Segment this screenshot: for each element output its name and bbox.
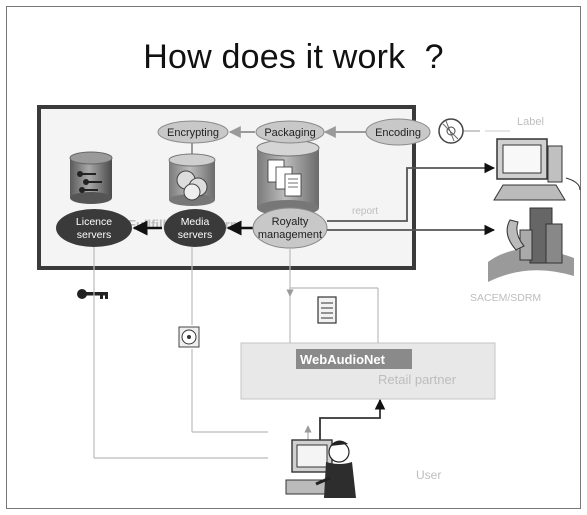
sacem-label: SACEM/SDRM <box>470 292 541 304</box>
packaging-node: Packaging <box>255 120 325 144</box>
webaudionet-logo <box>296 349 412 369</box>
licence-servers-node: Licence servers <box>56 209 132 247</box>
svg-text:Media: Media <box>181 216 210 228</box>
cd-icon <box>438 118 464 144</box>
encrypting-node: Encrypting <box>157 120 229 144</box>
svg-text:Encrypting: Encrypting <box>167 127 219 139</box>
svg-text:servers: servers <box>178 229 212 241</box>
database-icon <box>168 153 216 206</box>
svg-text:servers: servers <box>77 229 111 241</box>
computer-icon <box>493 138 581 201</box>
svg-text:management: management <box>258 229 322 241</box>
svg-text:Packaging: Packaging <box>264 127 315 139</box>
report-label: report <box>352 206 378 217</box>
cd-icon <box>178 326 200 348</box>
user-label: User <box>416 468 441 482</box>
svg-text:Licence: Licence <box>76 216 112 228</box>
document-icon <box>317 296 337 324</box>
webaudionet-label: WebAudioNet <box>300 352 386 367</box>
retail-partner-label: Retail partner <box>378 372 457 387</box>
svg-text:Encoding: Encoding <box>375 127 421 139</box>
encoding-node: Encoding <box>365 118 431 146</box>
slide-title: How does it work ? <box>143 38 444 76</box>
label-text: Label <box>517 116 544 128</box>
slide-frame <box>6 6 581 509</box>
database-icon <box>69 151 113 204</box>
key-icon <box>77 289 108 299</box>
user-at-computer-icon <box>285 439 356 498</box>
royalty-management-node: Royalty management <box>252 207 328 249</box>
building-icon <box>488 207 574 282</box>
database-icon <box>256 139 320 216</box>
media-servers-node: Media servers <box>164 209 226 247</box>
svg-text:Royalty: Royalty <box>272 216 309 228</box>
